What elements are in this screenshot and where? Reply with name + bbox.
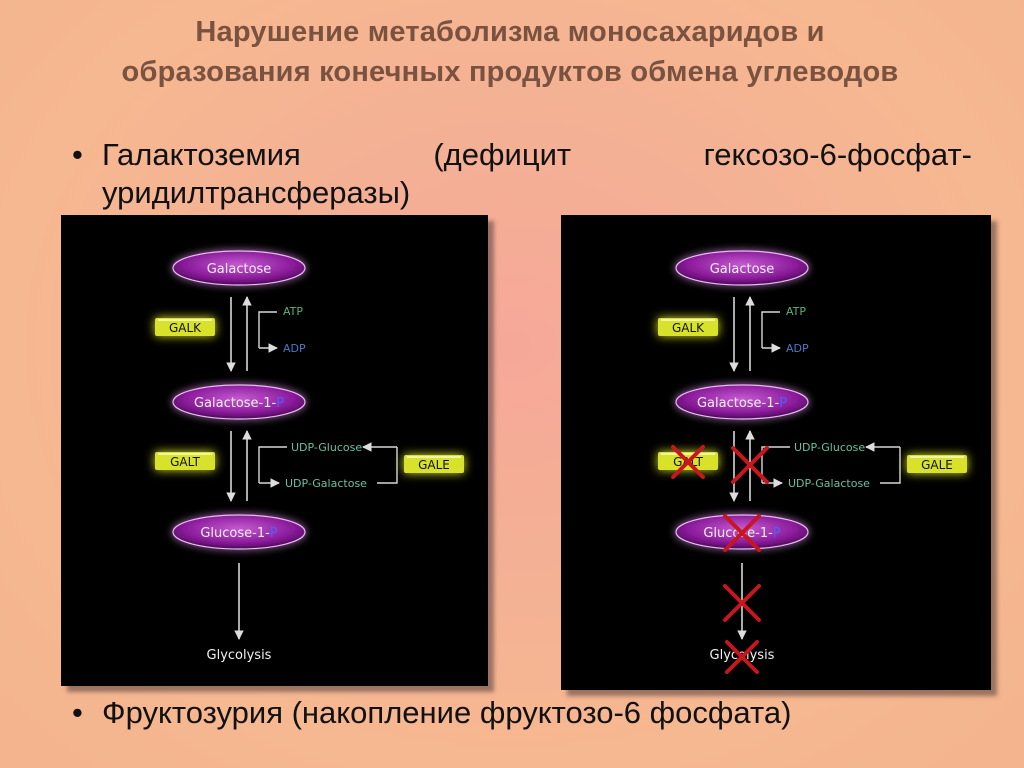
block-cross-galt-b	[671, 445, 705, 479]
bullet-fructosuria-text: Фруктозурия (накопление фруктозо-6 фосфа…	[102, 695, 792, 730]
enzyme-galk-label: GALK	[169, 321, 202, 335]
metabolite-galactose-ellipse	[172, 250, 306, 286]
udp-bracket	[258, 446, 287, 483]
block-cross-galt-arrow-b	[731, 446, 769, 484]
bullet-word: гексозо-6-фосфат-	[703, 137, 972, 172]
cofactor-adp: ADP	[283, 342, 306, 355]
slide-title: Нарушение метаболизма моносахаридов и об…	[121, 16, 899, 88]
enzyme-galt-box	[155, 452, 215, 470]
cofactor-udp-glucose: UDP-Glucose	[794, 441, 865, 454]
cofactor-atp: ATP	[786, 305, 806, 318]
metabolite-galactose-1-p: Galactose-1-P	[194, 396, 284, 411]
enzyme-galk-label: GALK	[672, 321, 705, 335]
metabolite-galactose-1-p: Galactose-1-P	[697, 396, 787, 411]
cofactor-udp-glucose: UDP-Glucose	[291, 441, 362, 454]
atp-bracket	[761, 311, 780, 348]
bullet-dot: •	[72, 137, 83, 172]
metabolite-glucose-1-p: Glucose-1-P	[703, 526, 780, 541]
block-cross-glycolysis-b	[725, 640, 759, 674]
gale-loop	[880, 447, 901, 484]
pathway-svg-galactosemia: GalactoseGalactose-1-PGlucose-1-PGlycoly…	[658, 250, 967, 674]
atp-bracket	[258, 311, 277, 348]
enzyme-galt-label: GALT	[170, 455, 201, 469]
metabolite-galactose: Galactose	[207, 262, 272, 277]
bullet-word: Галактоземия	[102, 137, 301, 172]
cofactor-atp: ATP	[283, 305, 303, 318]
block-cross-to-glycolysis-b	[723, 584, 761, 622]
enzyme-gale-label: GALE	[418, 458, 450, 472]
bullet-galactosemia-line1: Галактоземия (дефицит гексозо-6-фосфат-	[102, 136, 972, 174]
cofactor-udp-galactose: UDP-Galactose	[285, 477, 367, 490]
bullet-galactosemia-line2: уридилтрансферазы)	[102, 175, 411, 210]
cofactor-adp: ADP	[786, 342, 809, 355]
metabolite-glucose-1-p: Glucose-1-P	[200, 526, 277, 541]
metabolite-galactose-ellipse	[675, 250, 809, 286]
metabolite-galactose: Galactose	[710, 262, 775, 277]
udp-bracket	[761, 446, 790, 483]
block-cross-glucose-1-p-b	[723, 514, 761, 552]
enzyme-gale-box	[907, 455, 967, 473]
bullet-dot: •	[72, 695, 83, 730]
metabolite-galactose-1-p-ellipse	[675, 384, 809, 420]
enzyme-gale-label: GALE	[921, 458, 953, 472]
gale-loop	[377, 447, 398, 484]
bullet-word: (дефицит	[433, 137, 572, 172]
metabolite-glucose-1-p-ellipse	[172, 514, 306, 550]
metabolite-glycolysis: Glycolysis	[207, 648, 272, 663]
enzyme-galk-box	[658, 318, 718, 336]
pathway-diagram-galactosemia: GalactoseGalactose-1-PGlucose-1-PGlycoly…	[561, 215, 991, 690]
cofactor-udp-galactose: UDP-Galactose	[788, 477, 870, 490]
metabolite-galactose-1-p-ellipse	[172, 384, 306, 420]
enzyme-galk-box	[155, 318, 215, 336]
enzyme-gale-box	[404, 455, 464, 473]
